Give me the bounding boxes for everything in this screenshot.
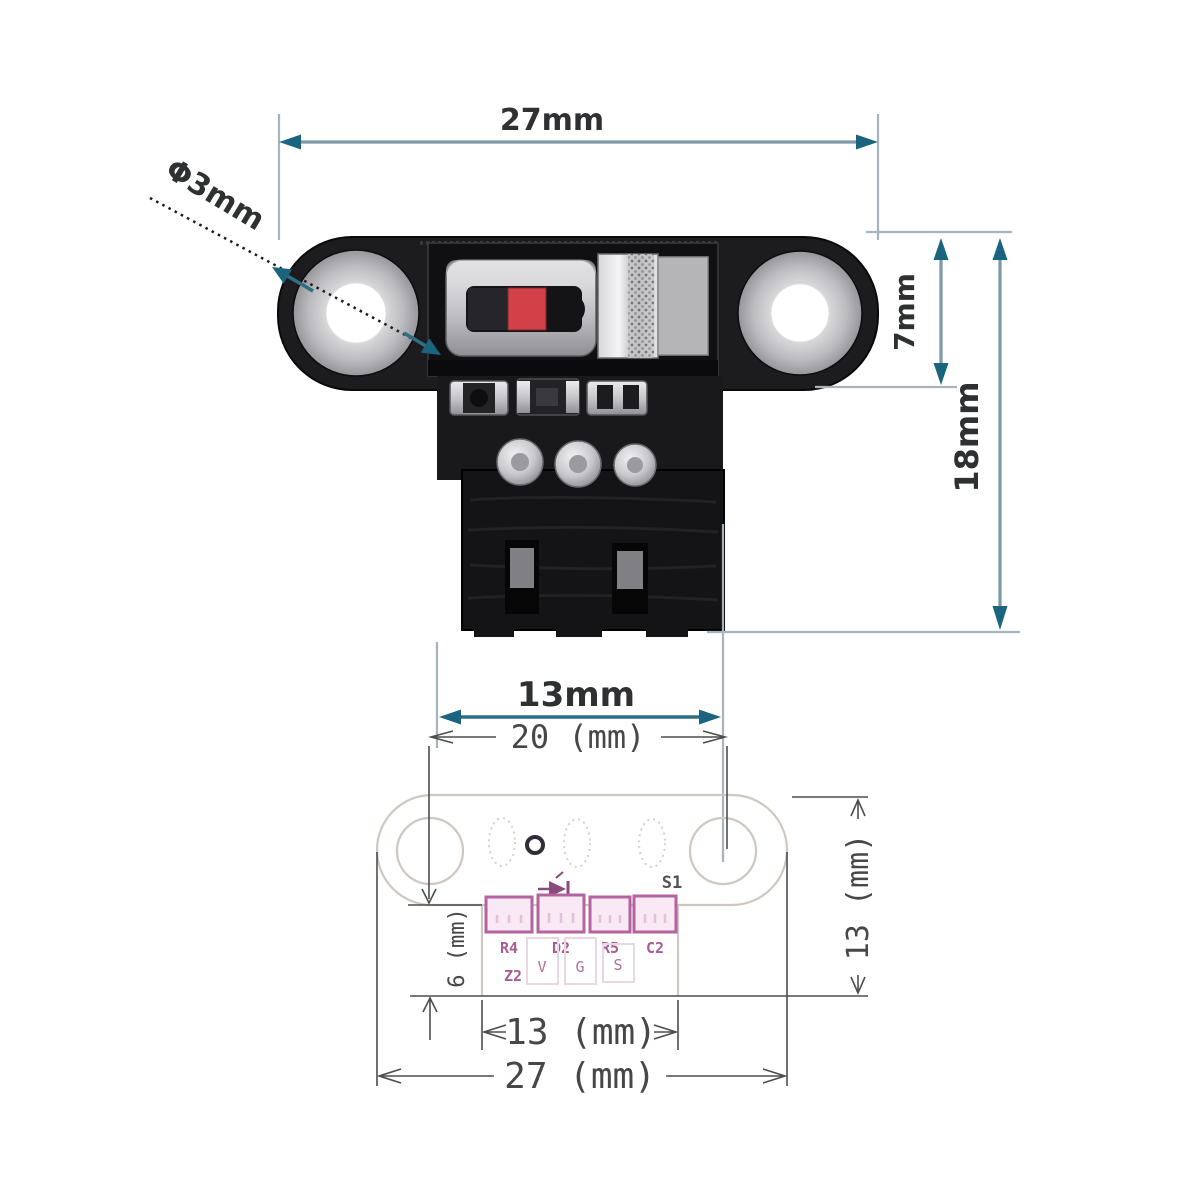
pad-g [564, 937, 597, 985]
arrow-down-icon [421, 888, 437, 905]
outline-hole-right [688, 816, 758, 886]
dim-label-13mm-bottom: 13 (mm) [505, 1012, 657, 1053]
slot-outline-1 [488, 817, 516, 867]
arrow-right-icon [653, 1024, 679, 1040]
pcb-outline-drawing: S1 R4 D2 R5 C2 Z2 V G S [375, 793, 789, 996]
dim-label-20mm: 20 (mm) [511, 718, 646, 756]
terminal-screws [496, 438, 657, 488]
ref-r4: R4 [500, 939, 518, 957]
left-mounting-hole [292, 249, 420, 377]
photo-dimensions: 27mm Φ3mm 7mm 18mm [149, 103, 1020, 862]
arrow-up-icon [850, 798, 866, 817]
switch-red-button [507, 287, 547, 331]
arrow-up-icon [933, 238, 949, 260]
fiducial-circle [525, 835, 545, 855]
ref-d2: D2 [552, 939, 570, 957]
ref-c2: C2 [646, 939, 664, 957]
terminal-texture [467, 495, 719, 602]
dim-13mm-terminal: 13mm [435, 524, 725, 862]
right-mounting-hole [737, 250, 863, 376]
arrow-up-icon [992, 238, 1008, 260]
dim-label-18mm: 18mm [948, 381, 986, 492]
arrow-left-icon [427, 730, 454, 744]
outline-hole-left [395, 816, 465, 886]
dim-label-13mm: 13mm [517, 675, 635, 715]
ref-z2: Z2 [504, 967, 522, 985]
screw-terminal-block [461, 469, 725, 637]
slot-outline-3 [638, 818, 666, 868]
leader-line [149, 196, 438, 354]
smd-components [449, 378, 648, 416]
leader-arrow-icon [272, 267, 293, 284]
dim-label-6mm: 6 (mm) [445, 908, 470, 987]
arrow-left-icon [279, 134, 301, 150]
arrow-down-icon [992, 606, 1008, 630]
terminal-tab-outline [480, 905, 680, 996]
smd-component-1 [449, 380, 509, 416]
arrow-right-icon [702, 730, 729, 744]
dim-label-27mm-bottom: 27 (mm) [504, 1056, 656, 1097]
dim-6mm: 6 (mm) [408, 904, 868, 1040]
dim-13mm-bottom: 13 (mm) [481, 1000, 679, 1053]
dim-label-hole: Φ3mm [159, 152, 270, 238]
pad-v [526, 937, 559, 985]
pin-label-s: S [613, 956, 622, 974]
dim-label-7mm: 7mm [888, 273, 921, 351]
pin-pads: V G S [526, 937, 635, 985]
dim-label-13mm-right: 13 (mm) [841, 834, 876, 960]
switch-gray-block [657, 256, 709, 356]
arrow-right-icon [856, 134, 878, 150]
cad-dimensions: 20 (mm) 6 (mm) 13 (mm) [376, 718, 876, 1097]
arrow-left-icon [376, 1068, 402, 1084]
arrow-up-icon [422, 996, 438, 1013]
pad-s [602, 943, 635, 983]
micro-switch [427, 242, 719, 377]
dim-13mm-right: 13 (mm) [792, 796, 876, 995]
diode-symbol-icon [538, 871, 570, 897]
leader-arrow-icon [420, 338, 441, 355]
arrow-left-icon [439, 709, 461, 725]
footprint-r4 [484, 895, 534, 934]
slot-outline-2 [563, 818, 591, 868]
arrow-down-icon [850, 976, 866, 995]
pin-label-g: G [575, 958, 584, 976]
smd-component-2 [516, 378, 580, 416]
arrow-right-icon [699, 709, 721, 725]
ref-s1: S1 [662, 873, 682, 893]
footprint-r5 [588, 895, 632, 934]
dim-27mm-top: 27mm [277, 103, 880, 240]
arrow-left-icon [481, 1024, 507, 1040]
dim-20mm: 20 (mm) [421, 718, 729, 905]
board-outline [375, 793, 789, 907]
pin-label-v: V [537, 958, 546, 976]
dim-7mm: 7mm [815, 230, 1012, 389]
arrow-down-icon [933, 363, 949, 385]
module-photo [277, 236, 879, 637]
dim-27mm-bottom: 27 (mm) [376, 852, 788, 1097]
knurl-texture [628, 254, 654, 358]
arrow-right-icon [762, 1068, 788, 1084]
footprint-ticks [495, 913, 667, 923]
dim-18mm: 18mm [707, 238, 1020, 634]
smd-component-3 [586, 380, 648, 416]
dim-label-27mm: 27mm [500, 103, 604, 138]
